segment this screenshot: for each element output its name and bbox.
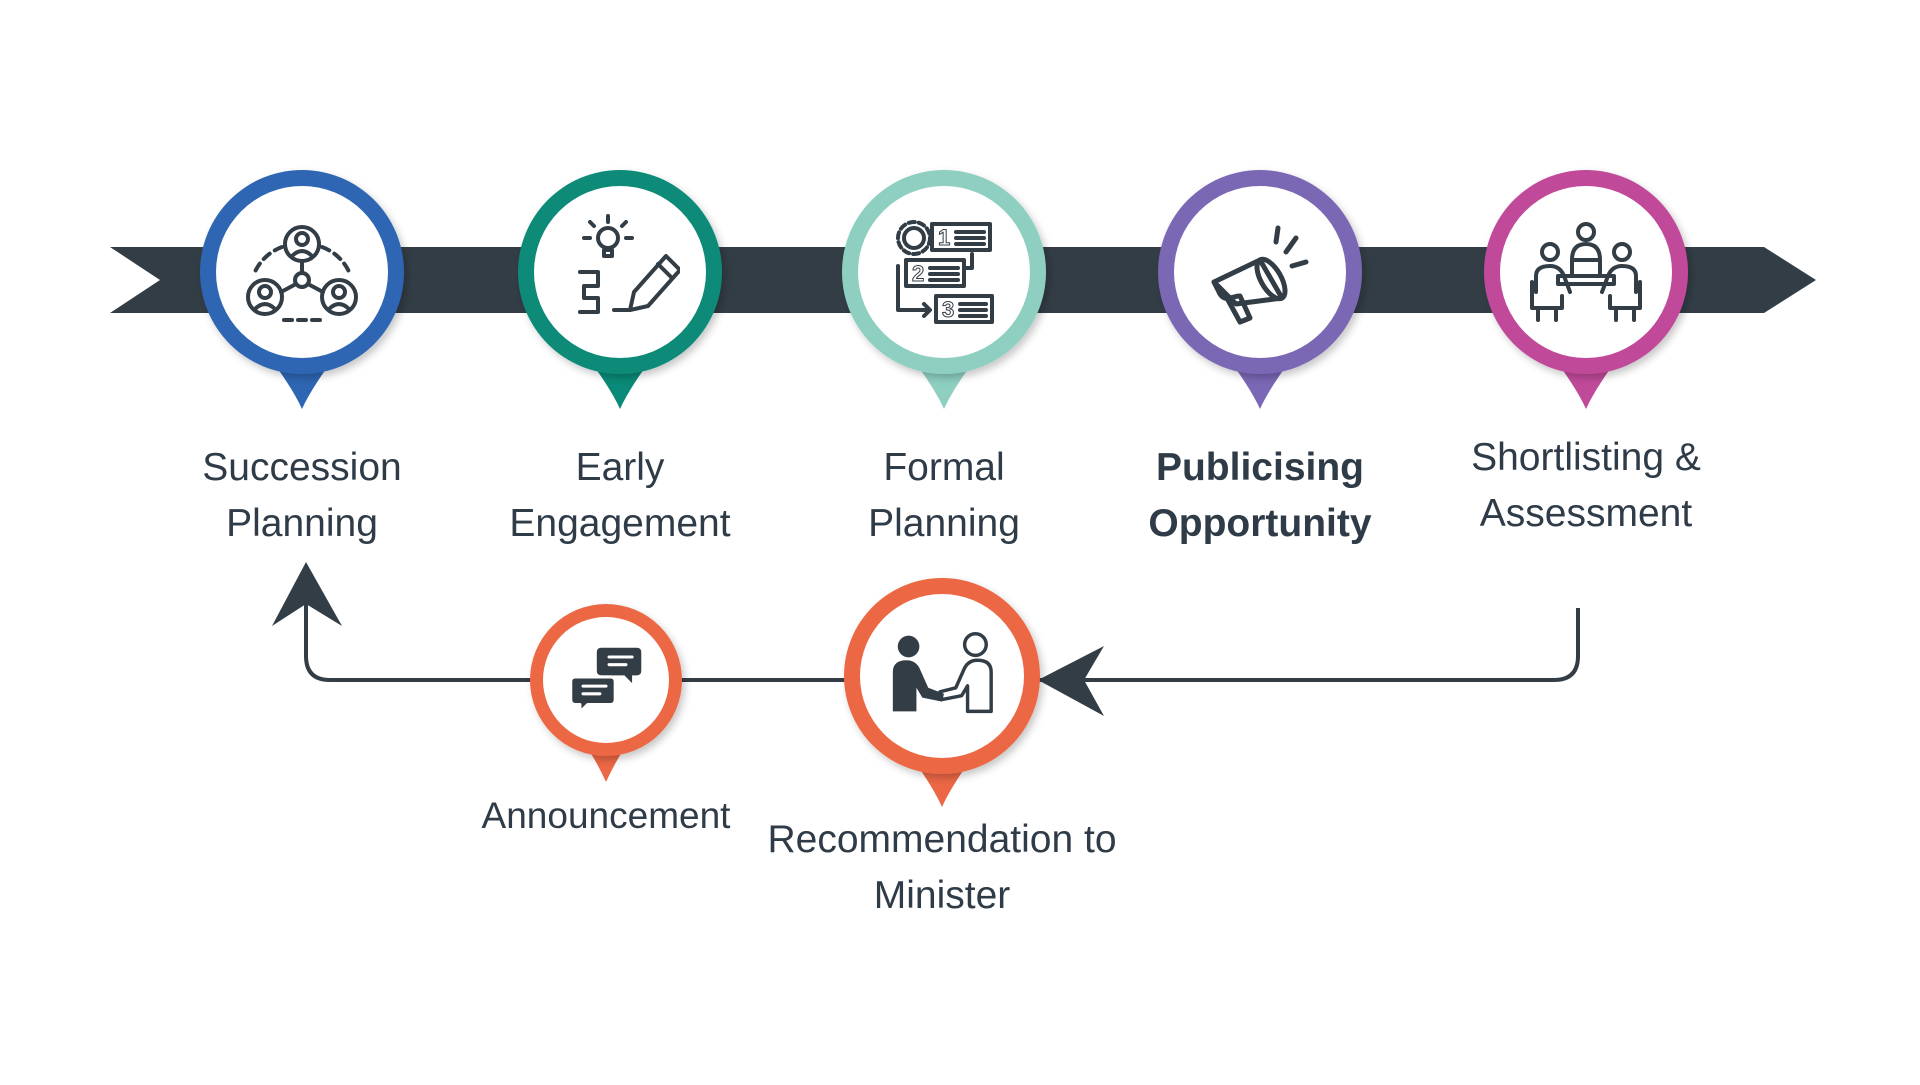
pin-face-recommendation: [860, 594, 1024, 758]
step-label-line: Engagement: [509, 502, 731, 545]
step-label-line: Recommendation to: [767, 818, 1117, 861]
pin-face-shortlisting: [1500, 186, 1672, 358]
step-recommendation: [844, 578, 1040, 807]
step-succession: [200, 170, 404, 409]
step-label-line: Planning: [226, 502, 378, 545]
step-formal: [842, 170, 1046, 409]
step-label-line: Assessment: [1479, 492, 1693, 535]
pin-face-early: [534, 186, 706, 358]
pin-tip-shortlisting: [1557, 362, 1615, 409]
pin-tip-succession: [273, 362, 331, 409]
step-label-shortlisting: Shortlisting & Assessment: [1471, 430, 1701, 542]
step-label-line: Opportunity: [1148, 502, 1372, 545]
step-label-recommendation: Recommendation to Minister: [767, 812, 1116, 924]
step-label-line: Planning: [868, 502, 1020, 545]
flow-arrowhead-up: [272, 562, 342, 626]
pin-tip-early: [591, 362, 649, 409]
flow-arrowhead-left: [1038, 646, 1104, 716]
step-label-line: Minister: [873, 874, 1011, 917]
pin-tip-recommendation: [915, 762, 969, 807]
step-label-line: Early: [575, 446, 665, 489]
step-announcement: [530, 604, 682, 782]
step-label-line: Succession: [202, 446, 402, 489]
step-shortlisting: [1484, 170, 1688, 409]
step-label-line: Publicising: [1155, 446, 1365, 489]
step-label-line: Formal: [883, 446, 1005, 489]
step-label-line: Announcement: [481, 795, 731, 836]
pin-tip-publicising: [1231, 362, 1289, 409]
step-early: [518, 170, 722, 409]
pin-tip-formal: [915, 362, 973, 409]
step-label-line: Shortlisting &: [1471, 436, 1701, 479]
step-label-announcement: Announcement: [482, 788, 731, 844]
step-publicising: [1158, 170, 1362, 409]
